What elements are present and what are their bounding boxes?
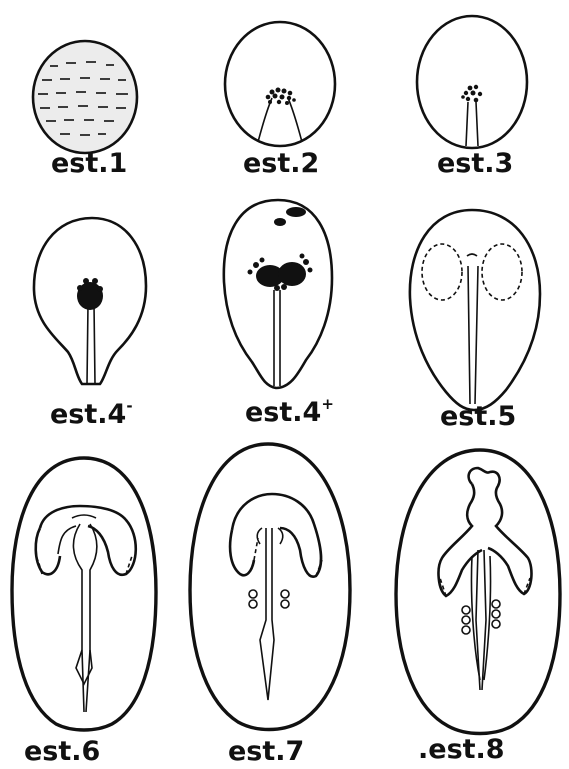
stage-4plus-figure bbox=[224, 200, 332, 388]
stage-2-figure bbox=[225, 22, 335, 146]
stage-1-figure bbox=[33, 41, 137, 153]
stage-3-figure bbox=[417, 16, 527, 148]
stage-label-5: est.5 bbox=[440, 401, 516, 432]
stage-8-figure bbox=[396, 450, 560, 734]
stage-4minus-figure bbox=[34, 218, 146, 384]
stage-label-8: .est.8 bbox=[418, 734, 505, 765]
stage-label-7: est.7 bbox=[228, 736, 304, 767]
stage-label-2: est.2 bbox=[243, 148, 319, 179]
stage-label-4plus: est.4+ bbox=[245, 395, 334, 428]
stage-label-3: est.3 bbox=[437, 148, 513, 179]
stage-5-figure bbox=[410, 210, 540, 410]
stage-label-6: est.6 bbox=[24, 736, 100, 767]
stage-label-1: est.1 bbox=[51, 148, 127, 179]
stage-7-figure bbox=[190, 444, 350, 730]
stage-6-figure bbox=[12, 458, 156, 730]
stage-label-4minus: est.4- bbox=[50, 397, 133, 430]
